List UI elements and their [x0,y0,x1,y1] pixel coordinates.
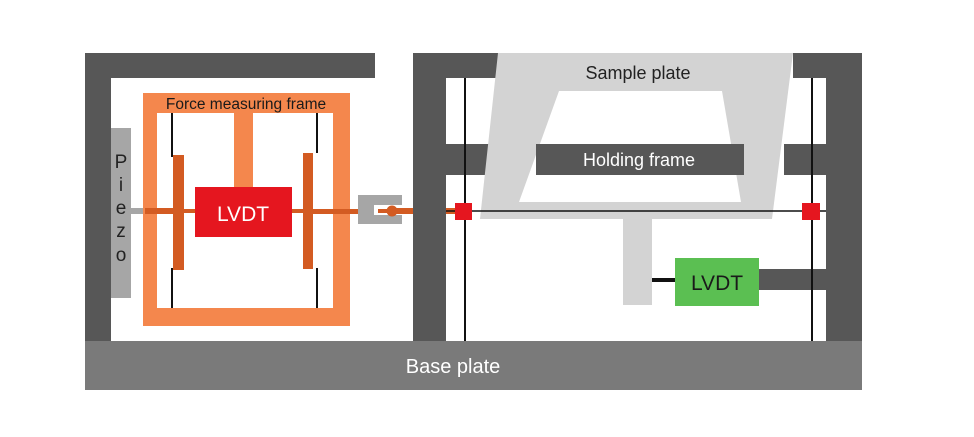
push-rod-output [313,209,358,214]
left-frame-left-post [85,53,111,341]
sample-plate-label: Sample plate [585,63,690,83]
push-rod-stub [378,209,392,213]
right-support-frame [413,53,862,341]
sample-holder: Sample plate Holding frame [480,53,793,305]
lvdt-green-body [675,258,759,306]
piezo-letter-3: e [116,198,127,219]
right-frame-right-post [826,53,862,341]
base-plate-body [85,341,862,390]
lvdt-red-label: LVDT [217,203,269,226]
force-frame-lvdt-link [184,209,196,213]
right-frame-left-cap [413,53,498,78]
holding-frame-center-bar [536,144,744,175]
piezo-letter-4: z [116,221,126,242]
force-frame-center-strut [234,113,253,187]
sample-holder-trapezoid [480,53,793,305]
force-frame-lvdt-core [291,209,303,213]
left-support-frame [85,53,375,341]
lvdt-sensor-red: LVDT [195,187,292,237]
holding-frame-label: Holding frame [583,150,695,170]
piezo-actuator [111,128,131,298]
piezo-letter-5: o [116,245,127,266]
piezo-push-rod [131,208,145,214]
left-frame-top-bar [85,53,375,78]
holding-frame-right-arm [784,144,826,175]
force-measuring-frame-label: Force measuring frame [166,96,326,113]
coupling-pivot [386,205,398,217]
right-frame-left-post [413,53,446,341]
force-frame-left-plate [173,155,184,270]
contact-point-right [802,203,820,220]
lvdt-sensor-green: LVDT [652,258,759,306]
base-plate-label: Base plate [406,356,501,378]
contact-point-left [455,203,472,220]
base-plate: Base plate [85,341,862,390]
force-frame-flexures [171,113,318,308]
piezo-letter-1: P [115,152,128,173]
right-frame-right-cap [793,53,862,78]
lvdt-red-body [195,187,292,237]
sample-plate [561,53,715,91]
piezo-label: P i e z o [115,152,128,266]
right-frame-lvdt-mount [758,269,826,290]
force-frame-piezo-link [145,208,173,214]
piezo-letter-2: i [119,175,123,196]
force-measuring-frame: Force measuring frame [143,93,350,326]
force-frame-right-plate [303,153,313,269]
lvdt-green-label: LVDT [691,272,743,295]
lvdt-green-probe [652,278,675,282]
